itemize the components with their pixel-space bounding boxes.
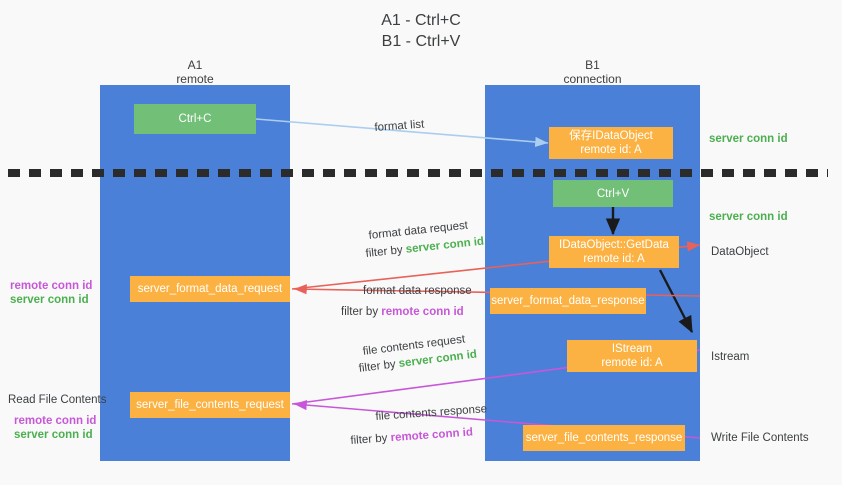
box-server-file-contents-request[interactable]: server_file_contents_request (130, 392, 290, 418)
label-format-data-response-filter-prefix: filter by (341, 306, 382, 318)
box-istream-line1: IStream (611, 343, 653, 355)
label-file-contents-response-filter-prefix: filter by (350, 432, 392, 447)
box-server-format-data-response-label: server_format_data_response (491, 295, 645, 307)
label-left-remote-conn-id-1: remote conn id (10, 280, 93, 292)
label-format-list: format list (374, 118, 425, 134)
label-right-server-conn-id-1: server conn id (709, 133, 788, 145)
column-header-a1: A1 remote (100, 58, 290, 86)
label-format-data-request-filter-prefix: filter by (365, 243, 407, 260)
box-ctrl-v-label: Ctrl+V (596, 187, 630, 200)
label-format-data-response: format data response (363, 285, 472, 297)
label-file-contents-request-filter-prefix: filter by (358, 358, 400, 375)
column-header-b1: B1 connection (485, 58, 700, 86)
box-server-file-contents-request-label: server_file_contents_request (136, 399, 284, 411)
label-right-server-conn-id-2: server conn id (709, 211, 788, 223)
label-left-remote-conn-id-2: remote conn id (14, 415, 97, 427)
box-ctrl-c[interactable]: Ctrl+C (134, 104, 256, 134)
label-left-server-conn-id-1: server conn id (10, 294, 89, 306)
label-format-data-request-filter-value: server conn id (405, 235, 485, 256)
box-ctrl-c-label: Ctrl+C (178, 113, 212, 125)
box-server-format-data-request[interactable]: server_format_data_request (130, 276, 290, 302)
box-istream-line2: remote id: A (601, 357, 663, 369)
box-idataobject-line2: remote id: A (580, 144, 642, 156)
label-format-data-response-filter-value: remote conn id (381, 306, 464, 318)
page-title: A1 - Ctrl+C B1 - Ctrl+V (0, 10, 842, 52)
label-format-data-response-filter: filter by remote conn id (341, 305, 464, 319)
box-ctrl-v[interactable]: Ctrl+V (553, 180, 673, 207)
column-b1-name: B1 (585, 58, 600, 72)
box-server-format-data-request-label: server_format_data_request (137, 283, 283, 295)
label-left-read-file-contents: Read File Contents (8, 394, 107, 406)
label-left-server-conn-id-2: server conn id (14, 429, 93, 441)
title-line-2: B1 - Ctrl+V (381, 33, 461, 50)
box-getdata-line1: IDataObject::GetData (559, 239, 669, 251)
box-idataobject[interactable]: 保存IDataObject remote id: A (549, 127, 673, 159)
label-file-contents-response-filter: filter by remote conn id (350, 425, 473, 448)
column-b1-sub: connection (563, 72, 622, 86)
title-line-1: A1 - Ctrl+C (381, 12, 461, 29)
label-right-dataobject: DataObject (711, 246, 769, 258)
box-getdata-line2: remote id: A (583, 253, 645, 265)
label-right-istream: Istream (711, 351, 750, 363)
box-istream[interactable]: IStream remote id: A (567, 340, 697, 372)
label-file-contents-response-filter-value: remote conn id (390, 426, 474, 445)
label-file-contents-response: file contents response (375, 403, 488, 423)
box-server-file-contents-response-label: server_file_contents_response (525, 432, 683, 444)
box-server-file-contents-response[interactable]: server_file_contents_response (523, 425, 685, 451)
column-a1-sub: remote (176, 72, 214, 86)
box-server-format-data-response[interactable]: server_format_data_response (490, 288, 646, 314)
column-a1-name: A1 (187, 58, 203, 72)
label-right-write-file-contents: Write File Contents (711, 432, 809, 444)
box-idataobject-line1: 保存IDataObject (569, 130, 653, 142)
box-idataobject-getdata[interactable]: IDataObject::GetData remote id: A (549, 236, 679, 268)
